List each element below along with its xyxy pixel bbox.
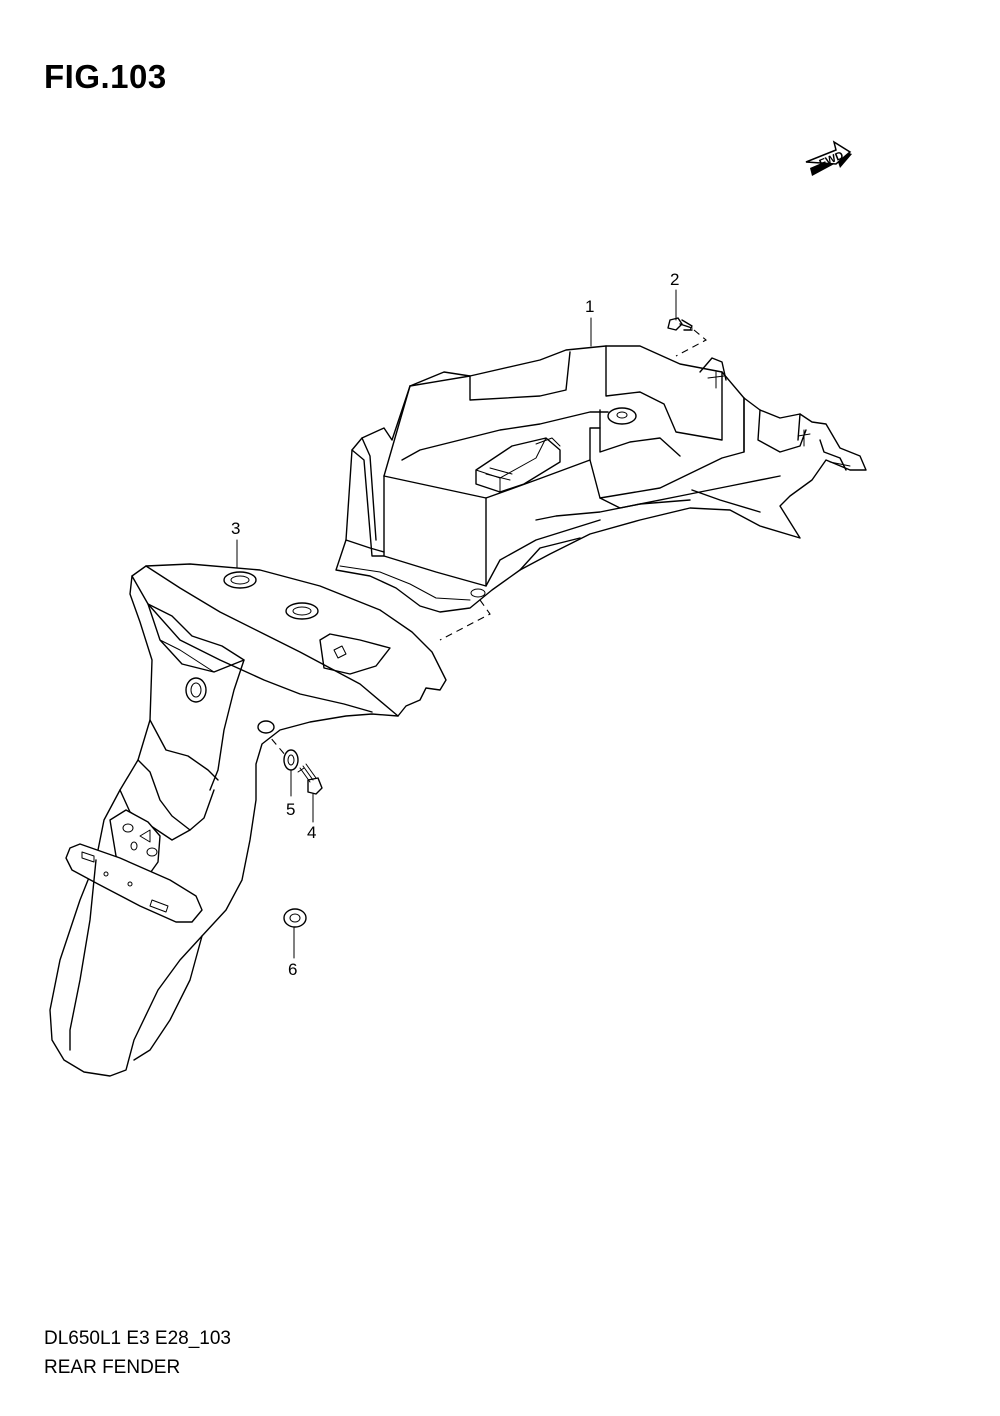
callout-1: 1 (585, 297, 594, 316)
washer-5-part (283, 749, 299, 771)
fwd-arrow-icon: FWD (805, 140, 852, 176)
screw-4-part (297, 763, 323, 795)
figure-title: FIG.103 (44, 58, 167, 95)
washer-6-part (283, 908, 307, 928)
callout-2: 2 (670, 270, 679, 289)
callout-3: 3 (231, 519, 240, 538)
fwd-label: FWD (818, 150, 846, 171)
callout-5: 5 (286, 800, 295, 819)
callout-4: 4 (307, 823, 316, 842)
rear-fender-part (49, 563, 447, 1077)
callout-6: 6 (288, 960, 297, 979)
bolt-part (667, 317, 693, 331)
figure-name: REAR FENDER (44, 1357, 181, 1378)
rear-fender-tray-part (335, 345, 867, 613)
figure-code: DL650L1 E3 E28_103 (44, 1328, 231, 1349)
